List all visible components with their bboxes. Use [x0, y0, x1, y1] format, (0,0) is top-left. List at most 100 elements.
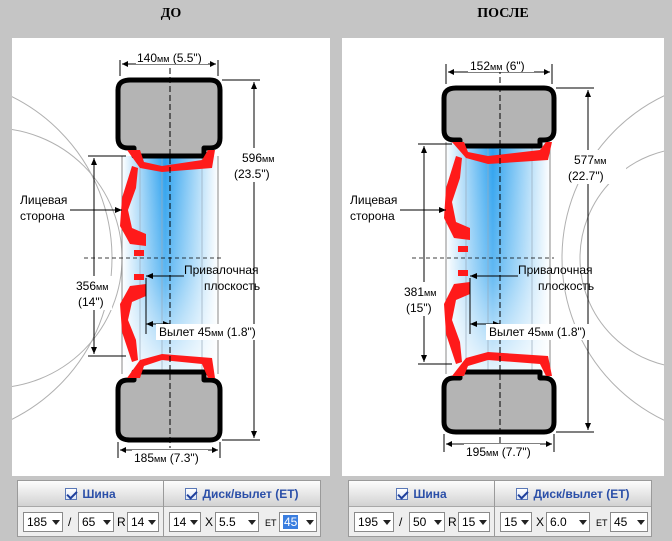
mount-plane-label: Привалочная: [518, 263, 593, 277]
select-value: 185: [27, 515, 48, 529]
chevron-down-icon: [432, 513, 444, 531]
chevron-down-icon: [50, 513, 62, 531]
separator-et: ET: [596, 518, 608, 528]
tire-bottom: [441, 369, 557, 435]
chevron-down-icon: [246, 513, 258, 531]
face-side-label: Лицевая: [350, 193, 397, 207]
rim-lip-top: [127, 150, 215, 172]
outer-diameter-inch: (22.7"): [568, 169, 604, 183]
tire-header-label: Шина: [82, 486, 116, 501]
disc-spoke-lower: [444, 282, 470, 364]
tire-header[interactable]: Шина: [18, 481, 163, 507]
outer-diameter-inch: (23.5"): [234, 167, 270, 181]
after-title: ПОСЛЕ: [477, 6, 529, 21]
select-value: 5.5: [219, 515, 236, 529]
tire-profile-select[interactable]: 50: [409, 512, 445, 532]
disc-spoke-upper: [120, 166, 146, 246]
tire-header[interactable]: Шина: [349, 481, 494, 507]
tire-width-value: 195мм (7.7"): [466, 445, 531, 459]
svg-text:плоскость: плоскость: [204, 279, 260, 293]
tire-width-value: 185мм (7.3"): [134, 451, 199, 465]
disc-diameter-select[interactable]: 14: [169, 512, 201, 532]
select-value: 45: [283, 515, 299, 529]
svg-text:плоскость: плоскость: [538, 279, 594, 293]
svg-text:сторона: сторона: [350, 209, 395, 223]
disc-header[interactable]: Диск/вылет (ET): [164, 481, 320, 507]
outer-diameter-value: 596мм: [242, 151, 274, 165]
disc-checkbox[interactable]: [516, 487, 529, 500]
disc-checkbox[interactable]: [185, 487, 198, 500]
rim-diameter-value: 356мм: [76, 279, 108, 293]
select-value: 15: [504, 515, 518, 529]
select-value: 15: [462, 515, 476, 529]
after-wheel-diagram: 152мм (6") 577мм (22.7") Лицевая сторона…: [342, 38, 664, 476]
width-top-value: 152мм (6"): [470, 59, 525, 73]
width-top-value: 140мм (5.5"): [137, 51, 202, 65]
disc-width-select[interactable]: 5.5: [215, 512, 259, 532]
rim-lip-bottom: [452, 352, 552, 376]
chevron-down-icon: [477, 513, 489, 531]
separator-x: X: [205, 515, 214, 529]
tire-top: [441, 85, 557, 149]
before-wheel-diagram: 140мм (5.5") 596мм (23.5") Лицевая сторо…: [12, 38, 330, 476]
tire-width-select[interactable]: 185: [23, 512, 63, 532]
disc-et-select[interactable]: 45: [610, 512, 648, 532]
after-controls-panel: Шина Диск/вылет (ET) 195 / 50 R 15 15 X …: [348, 480, 652, 537]
tire-top: [115, 77, 223, 159]
chevron-down-icon: [304, 513, 316, 531]
mount-plane-label: Привалочная: [184, 263, 259, 277]
select-value: 195: [358, 515, 379, 529]
tire-radius-select[interactable]: 15: [458, 512, 490, 532]
separator-slash: /: [399, 515, 403, 529]
chevron-down-icon: [101, 513, 113, 531]
face-side-label: Лицевая: [20, 193, 67, 207]
separator-r: R: [117, 515, 126, 529]
tire-header-label: Шина: [413, 486, 447, 501]
tire-width-select[interactable]: 195: [354, 512, 394, 532]
disc-hub: [134, 250, 144, 256]
disc-width-select[interactable]: 6.0: [546, 512, 590, 532]
select-value: 65: [82, 515, 96, 529]
select-value: 14: [173, 515, 187, 529]
select-value: 14: [131, 515, 145, 529]
chevron-down-icon: [146, 513, 158, 531]
disc-header[interactable]: Диск/вылет (ET): [495, 481, 651, 507]
disc-hub: [458, 246, 468, 252]
outline-circle: [579, 150, 664, 366]
disc-diameter-select[interactable]: 15: [500, 512, 532, 532]
rim-diameter-value: 381мм: [404, 285, 436, 299]
tire-bottom: [115, 369, 223, 443]
tire-checkbox[interactable]: [396, 487, 409, 500]
chevron-down-icon: [577, 513, 589, 531]
select-value: 6.0: [550, 515, 567, 529]
rim-diameter-inch: (15"): [406, 301, 432, 315]
separator-slash: /: [68, 515, 72, 529]
rim-lip-bottom: [127, 354, 215, 378]
disc-header-label: Диск/вылет (ET): [202, 486, 299, 501]
outer-diameter-value: 577мм: [574, 153, 606, 167]
chevron-down-icon: [188, 513, 200, 531]
separator-et: ET: [265, 518, 277, 528]
svg-text:сторона: сторона: [20, 209, 65, 223]
outline-circle: [12, 96, 113, 420]
disc-header-label: Диск/вылет (ET): [533, 486, 630, 501]
outline-circle: [561, 95, 664, 421]
before-controls-panel: Шина Диск/вылет (ET) 185 / 65 R 14 14 X …: [17, 480, 321, 537]
before-title: ДО: [160, 6, 182, 21]
select-value: 45: [614, 515, 628, 529]
chevron-down-icon: [519, 513, 531, 531]
rim-lip-top: [452, 142, 552, 164]
offset-value: Вылет 45мм (1.8"): [489, 325, 586, 339]
separator-x: X: [536, 515, 545, 529]
tire-checkbox[interactable]: [65, 487, 78, 500]
rim-diameter-inch: (14"): [78, 295, 104, 309]
disc-et-select[interactable]: 45: [279, 512, 317, 532]
tire-profile-select[interactable]: 65: [78, 512, 114, 532]
select-value: 50: [413, 515, 427, 529]
disc-spoke-lower: [120, 284, 146, 362]
chevron-down-icon: [381, 513, 393, 531]
chevron-down-icon: [635, 513, 647, 531]
separator-r: R: [448, 515, 457, 529]
tire-radius-select[interactable]: 14: [127, 512, 159, 532]
offset-value: Вылет 45мм (1.8"): [159, 325, 256, 339]
